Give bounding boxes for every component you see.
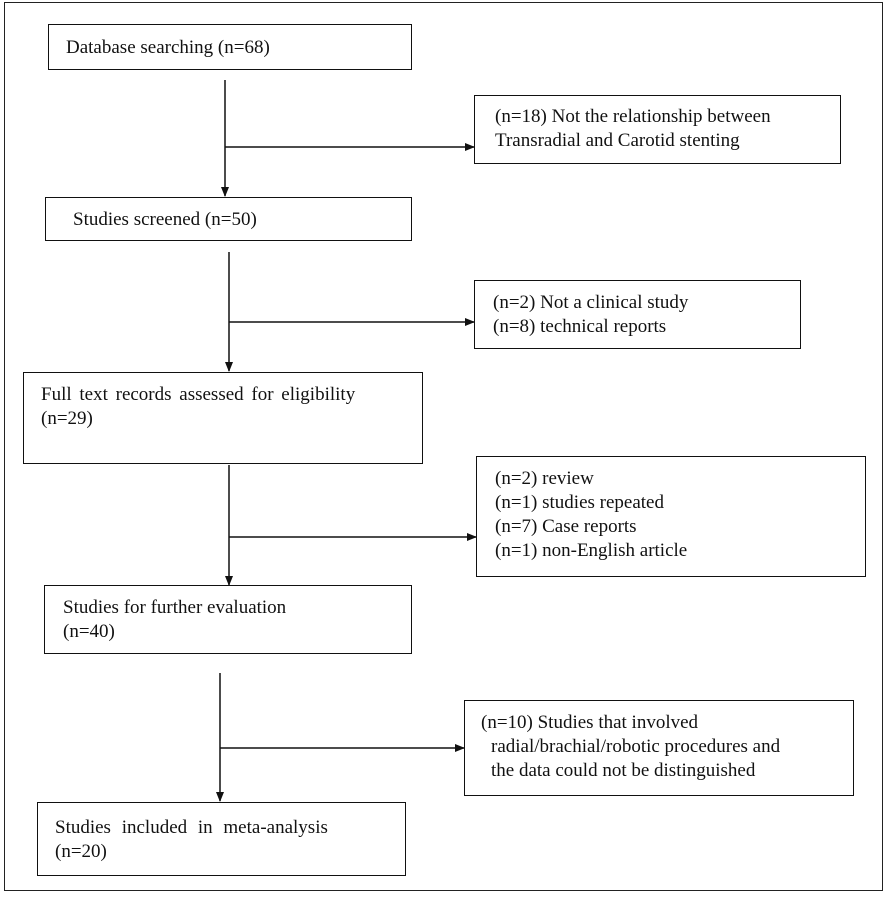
exclusion-box-1: (n=18) Not the relationship between Tran… [474, 95, 841, 164]
box-text: (n=1) studies repeated [495, 492, 664, 513]
box-text: (n=40) [63, 621, 115, 642]
further-evaluation-box: Studies for further evaluation (n=40) [44, 585, 412, 654]
box-text: Database searching (n=68) [66, 37, 270, 58]
database-searching-box: Database searching (n=68) [48, 24, 412, 70]
box-text: (n=10) Studies that involved [481, 712, 699, 733]
box-text: (n=8) technical reports [493, 316, 667, 337]
included-meta-analysis-box: Studies included in meta-analysis (n=20) [37, 802, 406, 876]
box-text: Studies included in meta-analysis [55, 817, 328, 838]
box-text: (n=2) review [495, 468, 594, 489]
full-text-records-box: Full text records assessed for eligibili… [23, 372, 423, 464]
box-text: (n=20) [55, 841, 107, 862]
box-text: radial/brachial/robotic procedures and [491, 736, 781, 757]
box-text: Full text records assessed for eligibili… [41, 384, 356, 405]
exclusion-box-2: (n=2) Not a clinical study (n=8) technic… [474, 280, 801, 349]
box-text: Transradial and Carotid stenting [495, 130, 740, 151]
box-text: (n=1) non-English article [495, 540, 688, 561]
box-text: Studies screened (n=50) [73, 209, 257, 230]
box-text: Studies for further evaluation [63, 597, 287, 618]
box-text: the data could not be distinguished [491, 760, 756, 781]
studies-screened-box: Studies screened (n=50) [45, 197, 412, 241]
box-text: (n=18) Not the relationship between [495, 106, 771, 127]
box-text: (n=7) Case reports [495, 516, 637, 537]
box-text: (n=29) [41, 408, 93, 429]
exclusion-box-4: (n=10) Studies that involved radial/brac… [464, 700, 854, 796]
exclusion-box-3: (n=2) review (n=1) studies repeated (n=7… [476, 456, 866, 577]
box-text: (n=2) Not a clinical study [493, 292, 689, 313]
